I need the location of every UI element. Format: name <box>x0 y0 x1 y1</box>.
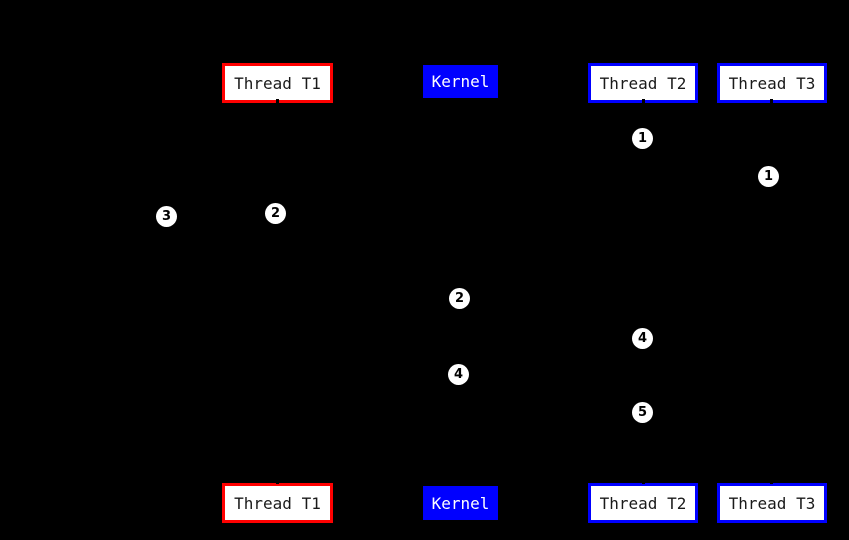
participant-label: Thread T1 <box>234 73 321 93</box>
step-marker-number: 4 <box>637 331 648 346</box>
step-marker: 2 <box>265 203 286 224</box>
participant-box-kernel-top: Kernel <box>423 65 498 98</box>
participant-label: Thread T3 <box>728 73 816 93</box>
participant-box-thread-t1-top: Thread T1 <box>222 63 333 103</box>
participant-label: Thread T2 <box>599 73 687 93</box>
participant-box-thread-t3-top: Thread T3 <box>717 63 827 103</box>
participant-box-kernel-bottom: Kernel <box>423 486 498 520</box>
step-marker-number: 2 <box>270 206 281 221</box>
lifeline-stub <box>276 479 279 484</box>
participant-label: Kernel <box>431 72 490 91</box>
participant-box-thread-t2-bottom: Thread T2 <box>588 483 698 523</box>
step-marker-number: 1 <box>637 131 648 146</box>
participant-box-thread-t1-bottom: Thread T1 <box>222 483 333 523</box>
participant-label: Thread T3 <box>728 493 816 513</box>
step-marker: 4 <box>632 328 653 349</box>
participant-label: Thread T2 <box>599 493 687 513</box>
step-marker-number: 3 <box>161 209 172 224</box>
step-marker: 1 <box>632 128 653 149</box>
step-marker: 2 <box>449 288 470 309</box>
lifeline-stub <box>770 479 773 484</box>
step-marker: 1 <box>758 166 779 187</box>
step-marker: 4 <box>448 364 469 385</box>
step-marker: 5 <box>632 402 653 423</box>
lifeline-stub <box>770 99 773 104</box>
step-marker-number: 4 <box>453 367 464 382</box>
step-marker: 3 <box>156 206 177 227</box>
lifeline-stub <box>276 99 279 104</box>
step-marker-number: 1 <box>763 169 774 184</box>
lifeline-stub <box>642 99 645 104</box>
participant-label: Thread T1 <box>234 493 321 513</box>
step-marker-number: 5 <box>637 405 648 420</box>
lifeline-stub <box>642 479 645 484</box>
step-marker-number: 2 <box>454 291 465 306</box>
participant-box-thread-t3-bottom: Thread T3 <box>717 483 827 523</box>
participant-box-thread-t2-top: Thread T2 <box>588 63 698 103</box>
participant-label: Kernel <box>431 493 490 513</box>
